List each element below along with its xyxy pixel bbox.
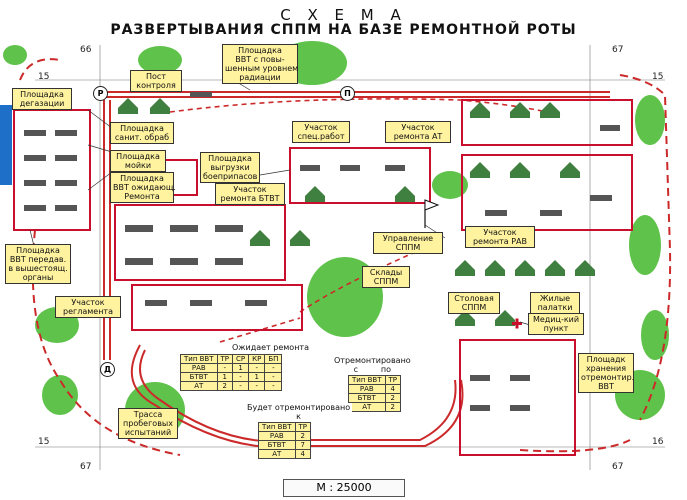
table-cell: 1 xyxy=(232,363,250,373)
table-cell: - xyxy=(216,363,233,373)
table-cell: РАВ xyxy=(348,384,386,394)
tents xyxy=(118,98,595,326)
table-cell: РАВ xyxy=(258,431,296,441)
table-header-cell: КР xyxy=(248,354,266,364)
table-header-cell: Тип ВВТ xyxy=(258,422,296,432)
table-repaired-caption: Отремонтировано с по xyxy=(332,356,413,374)
table-cell: РАВ xyxy=(180,363,218,373)
medical-cross-icon xyxy=(512,318,522,329)
table-cell: 4 xyxy=(294,449,311,459)
table-cell: - xyxy=(264,363,283,373)
grid-number: 16 xyxy=(652,437,664,447)
table-cell: БТВТ xyxy=(348,393,386,403)
label-test-track: Трасса пробеговых испытаний xyxy=(118,408,178,439)
label-tents: Жилые палатки xyxy=(530,292,580,314)
table-header-cell: ТР xyxy=(384,375,401,385)
table-cell: 2 xyxy=(384,402,401,412)
label-depots: Склады СППМ xyxy=(362,266,410,288)
label-radiation-area: Площадка ВВТ с повы- шенным уровнем ради… xyxy=(222,44,298,84)
table-cell: 1 xyxy=(216,372,233,382)
table-header-cell: БП xyxy=(264,354,283,364)
label-waiting-area: Площадка ВВТ ожидающ. Ремонта xyxy=(110,172,176,203)
grid-number: 15 xyxy=(38,437,50,447)
table-cell: АТ xyxy=(180,381,218,391)
label-btvt-repair: Участок ремонта БТВТ xyxy=(215,183,285,205)
table-cell: 7 xyxy=(294,440,311,450)
scheme-title-line1: С Х Е М А xyxy=(280,6,407,24)
table-header-cell: ТР xyxy=(216,354,233,364)
scheme-title-line2: РАЗВЕРТЫВАНИЯ СППМ НА БАЗЕ РЕМОНТНОЙ РОТ… xyxy=(110,22,577,38)
label-transfer-area: Площадка ВВТ передав. в вышестоящ. орган… xyxy=(5,244,71,284)
table-header-cell: Тип ВВТ xyxy=(348,375,386,385)
table-cell: - xyxy=(264,372,283,382)
road-mark-d: Д xyxy=(100,362,115,377)
label-degassing-area: Площадка дегазации xyxy=(12,88,72,110)
label-at-repair: Участок ремонта АТ xyxy=(385,121,451,143)
grid-number: 67 xyxy=(612,45,624,55)
command-flag xyxy=(424,199,440,228)
label-regulation-area: Участок регламента xyxy=(55,296,121,318)
label-unloading-area: Площадка выгрузки боеприпасов xyxy=(200,152,260,183)
label-sanitary-area: Площадка санит. обраб xyxy=(110,122,174,144)
table-cell: 2 xyxy=(294,431,311,441)
grid-number: 15 xyxy=(652,72,664,82)
label-management: Управление СППМ xyxy=(373,232,443,254)
scale-label: М : 25000 xyxy=(283,479,405,497)
table-cell: - xyxy=(264,381,283,391)
grid-number: 67 xyxy=(612,462,624,472)
label-wash-area: Площадка мойки xyxy=(110,150,166,172)
table-header-cell: Тип ВВТ xyxy=(180,354,218,364)
table-will-caption: Будет отремонтировано к xyxy=(245,403,353,421)
label-rav-repair: Участок ремонта РАВ xyxy=(465,226,535,248)
table-cell: 2 xyxy=(216,381,233,391)
label-control-post: Пост контроля xyxy=(130,70,182,92)
grid-number: 66 xyxy=(80,45,92,55)
label-medical-point: Медиц-кий пункт xyxy=(528,313,584,335)
table-cell: БТВТ xyxy=(180,372,218,382)
road-mark-p: П xyxy=(340,86,355,101)
table-header-cell: ТР xyxy=(294,422,311,432)
vehicles xyxy=(24,92,620,411)
label-storage-area: Площадк хранения отремонтир. ВВТ xyxy=(578,353,634,393)
table-cell: БТВТ xyxy=(258,440,296,450)
label-special-works: Участок спец.работ xyxy=(292,121,350,143)
table-header-cell: СР xyxy=(232,354,250,364)
label-canteen: Столовая СППМ xyxy=(448,292,500,314)
table-cell: - xyxy=(248,363,266,373)
table-cell: АТ xyxy=(258,449,296,459)
grid-number: 67 xyxy=(80,462,92,472)
road-mark-r: Р xyxy=(93,86,108,101)
zones xyxy=(13,99,633,456)
table-row: РАВ-1-- xyxy=(180,363,283,373)
table-cell: 1 xyxy=(248,372,266,382)
table-cell: - xyxy=(232,372,250,382)
table-cell: - xyxy=(232,381,250,391)
table-cell: АТ xyxy=(348,402,386,412)
table-cell: 4 xyxy=(384,384,401,394)
grid-number: 15 xyxy=(38,72,50,82)
table-cell: 2 xyxy=(384,393,401,403)
table-wait-caption: Ожидает ремонта xyxy=(230,343,311,352)
table-cell: - xyxy=(248,381,266,391)
edge-decoration xyxy=(0,105,12,185)
